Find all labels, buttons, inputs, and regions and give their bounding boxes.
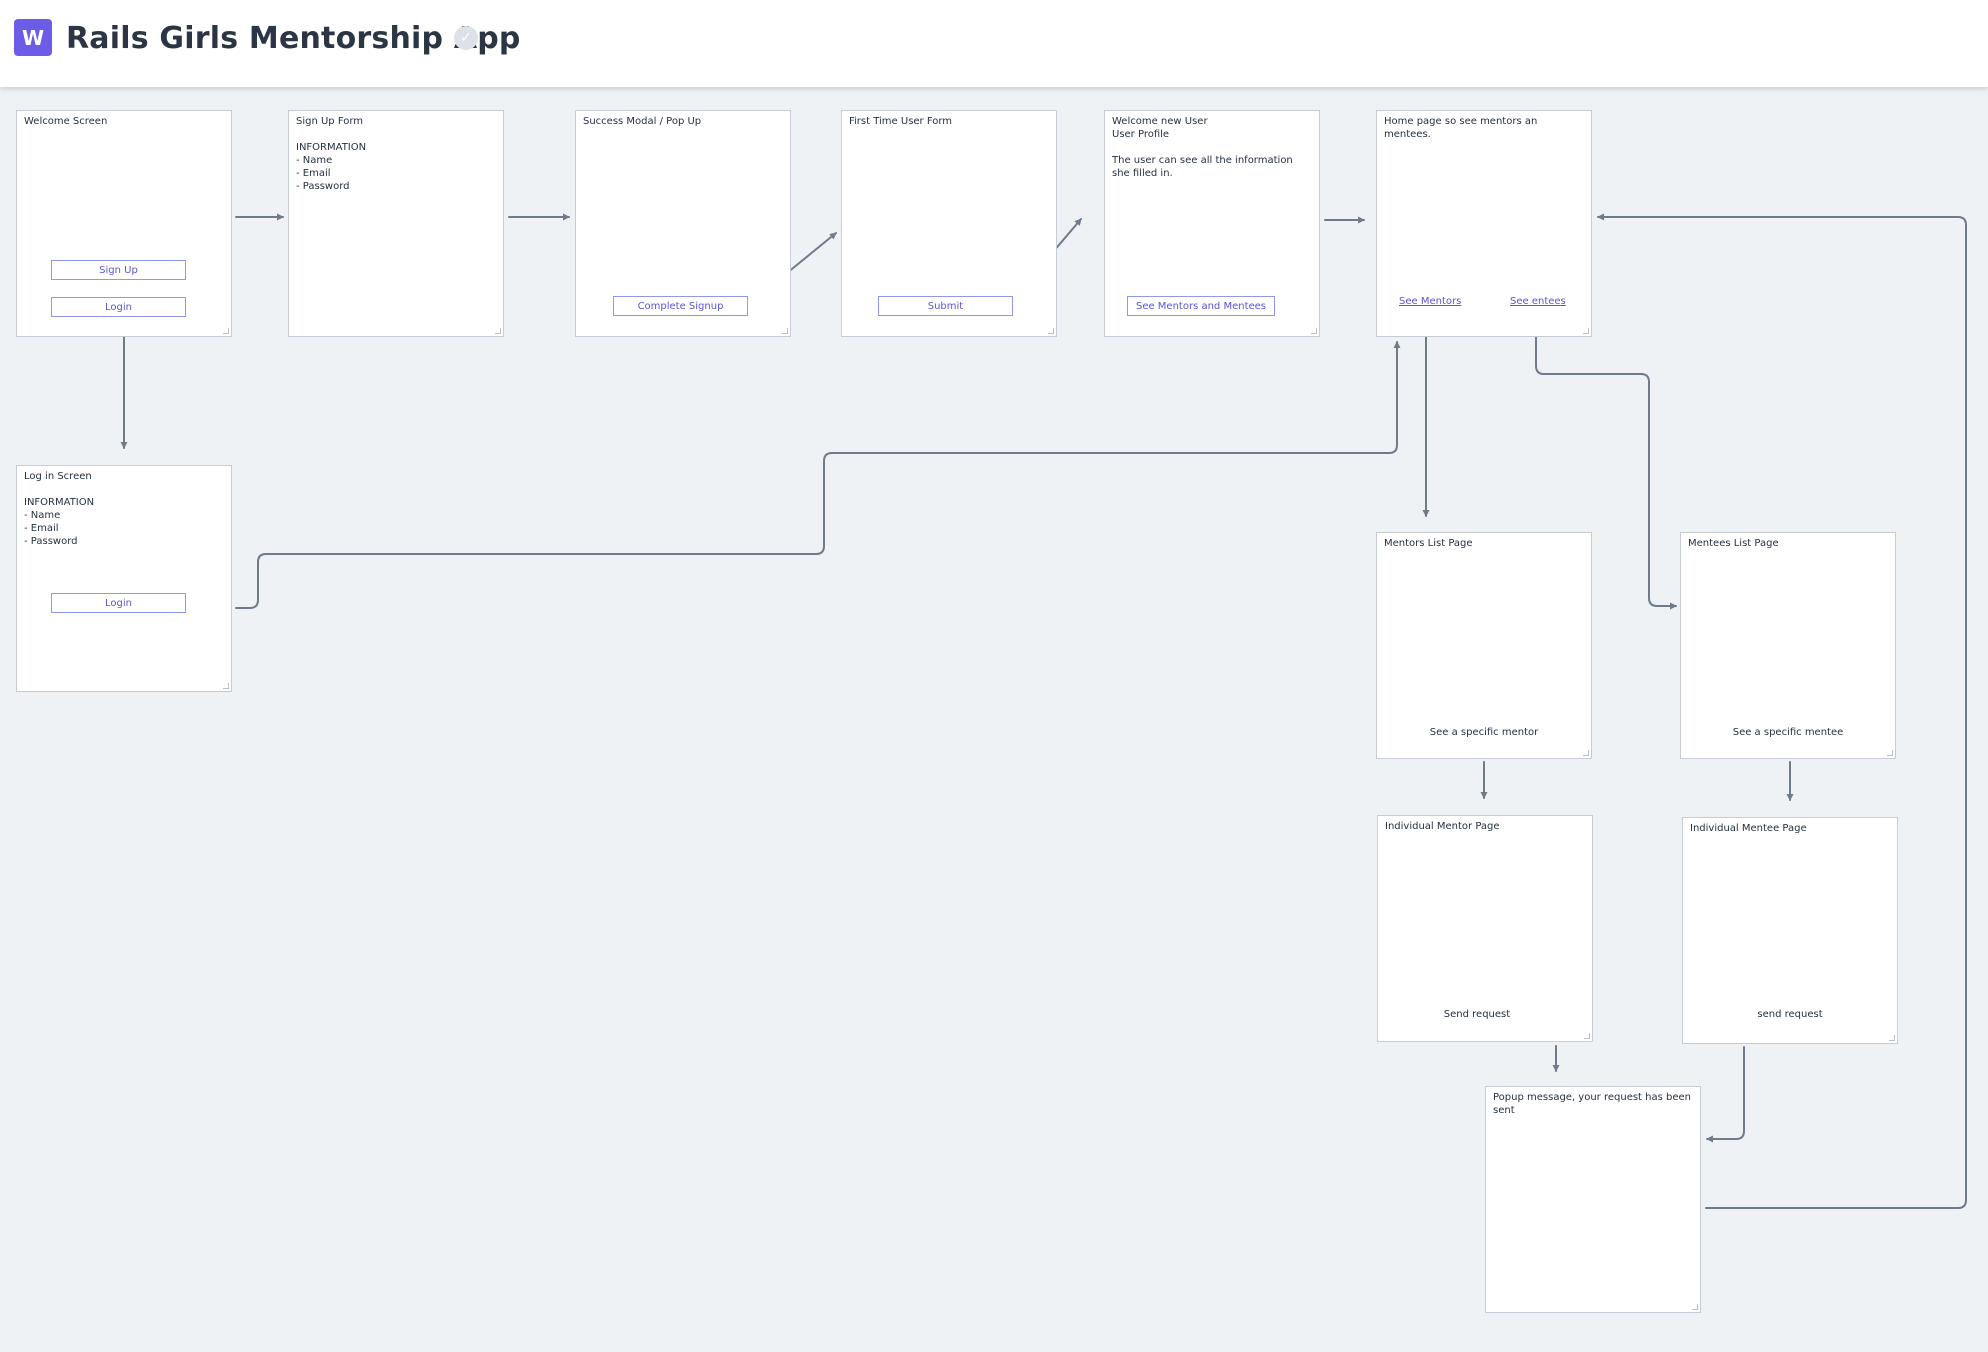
login-screen-login-button[interactable]: Login [51, 593, 186, 613]
welcome-new-user-text: Welcome new User User Profile The user c… [1112, 116, 1293, 179]
arrow-mentee-page-to-popup [1706, 1046, 1745, 1143]
first-time-user-form-title: First Time User Form [849, 116, 953, 127]
arrow-login-screen-to-home [235, 341, 1401, 609]
workspace-logo[interactable]: W [14, 19, 52, 56]
sign-up-button[interactable]: Sign Up [51, 260, 186, 280]
home-page-text: Home page so see mentors an mentees. [1384, 116, 1538, 140]
popup-message-card: Popup message, your request has been sen… [1485, 1086, 1701, 1313]
submit-button[interactable]: Submit [878, 296, 1013, 316]
arrow-popup-to-home [1597, 213, 1967, 1209]
login-screen-card: Log in Screen INFORMATION - Name - Email… [16, 465, 232, 692]
arrow-home-to-mentees-list [1535, 310, 1677, 610]
see-mentors-and-mentees-button[interactable]: See Mentors and Mentees [1127, 296, 1275, 316]
see-specific-mentee-text: See a specific mentee [1732, 727, 1844, 738]
success-modal-card: Success Modal / Pop Up Complete Signup [575, 110, 791, 337]
individual-mentor-card: Individual Mentor Page Send request [1377, 815, 1593, 1042]
login-screen-text: Log in Screen INFORMATION - Name - Email… [24, 471, 95, 547]
individual-mentee-card: Individual Mentee Page send request [1682, 817, 1898, 1044]
sign-up-form-card: Sign Up Form INFORMATION - Name - Email … [288, 110, 504, 337]
complete-signup-button[interactable]: Complete Signup [613, 296, 748, 316]
send-request-text: Send request [1443, 1009, 1511, 1020]
sign-up-form-text: Sign Up Form INFORMATION - Name - Email … [296, 116, 367, 192]
first-time-user-form-card: First Time User Form Submit [841, 110, 1057, 337]
mentees-list-title: Mentees List Page [1688, 538, 1779, 549]
welcome-screen-title: Welcome Screen [24, 116, 108, 127]
login-button[interactable]: Login [51, 297, 186, 317]
individual-mentor-title: Individual Mentor Page [1385, 821, 1500, 832]
app-header: W Rails Girls Mentorship App ✓ [0, 0, 1988, 87]
send-request-text: send request [1757, 1009, 1823, 1020]
mentors-list-card: Mentors List Page See a specific mentor [1376, 532, 1592, 759]
success-modal-title: Success Modal / Pop Up [583, 116, 702, 127]
mentors-list-title: Mentors List Page [1384, 538, 1473, 549]
see-specific-mentor-text: See a specific mentor [1429, 727, 1539, 738]
welcome-new-user-card: Welcome new User User Profile The user c… [1104, 110, 1320, 337]
mentees-list-card: Mentees List Page See a specific mentee [1680, 532, 1896, 759]
popup-message-text: Popup message, your request has been sen… [1493, 1092, 1692, 1116]
welcome-screen-card: Welcome Screen Sign Up Login [16, 110, 232, 337]
page-title: Rails Girls Mentorship App [66, 20, 521, 56]
see-mentors-link[interactable]: See Mentors [1399, 296, 1462, 307]
check-circle-icon[interactable]: ✓ [454, 26, 478, 50]
individual-mentee-title: Individual Mentee Page [1690, 823, 1807, 834]
see-mentees-link[interactable]: See entees [1510, 296, 1566, 307]
home-page-card: Home page so see mentors an mentees. See… [1376, 110, 1592, 337]
